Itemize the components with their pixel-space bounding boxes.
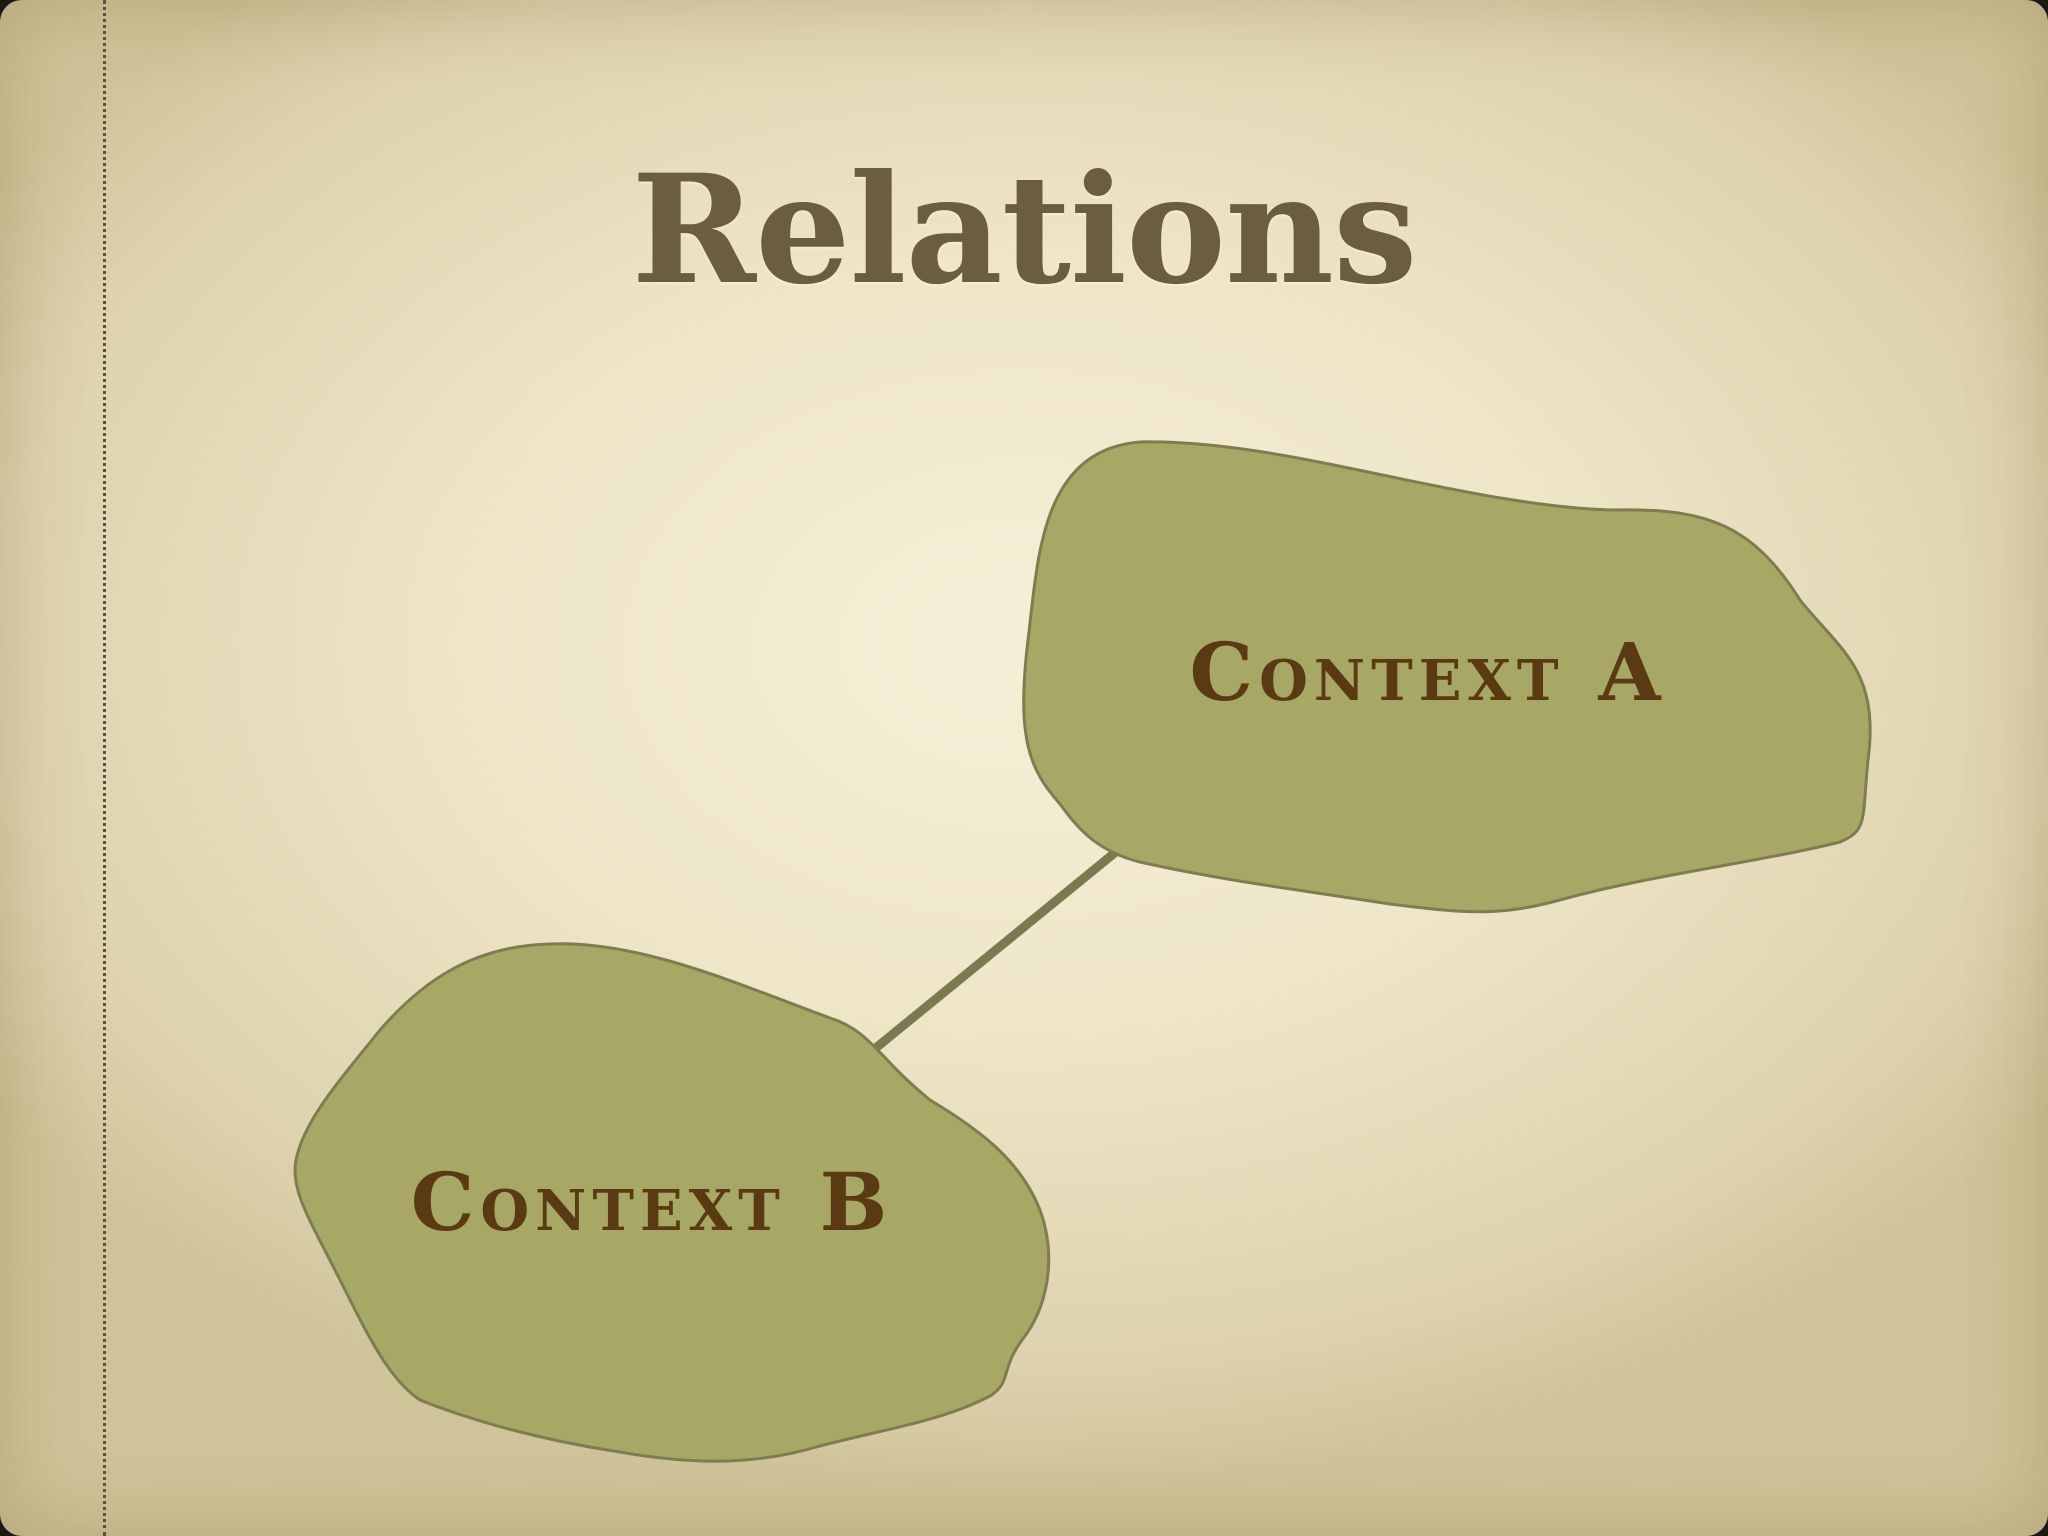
context-b-blob[interactable] <box>293 942 1051 1463</box>
context-b-label: Context B <box>411 1155 894 1249</box>
slide-title: Relations <box>631 142 1417 318</box>
relation-edge <box>861 837 1133 1061</box>
context-a-blob[interactable] <box>1022 440 1872 914</box>
context-a-label: Context A <box>1189 625 1666 719</box>
dotted-margin-line <box>103 0 106 1536</box>
